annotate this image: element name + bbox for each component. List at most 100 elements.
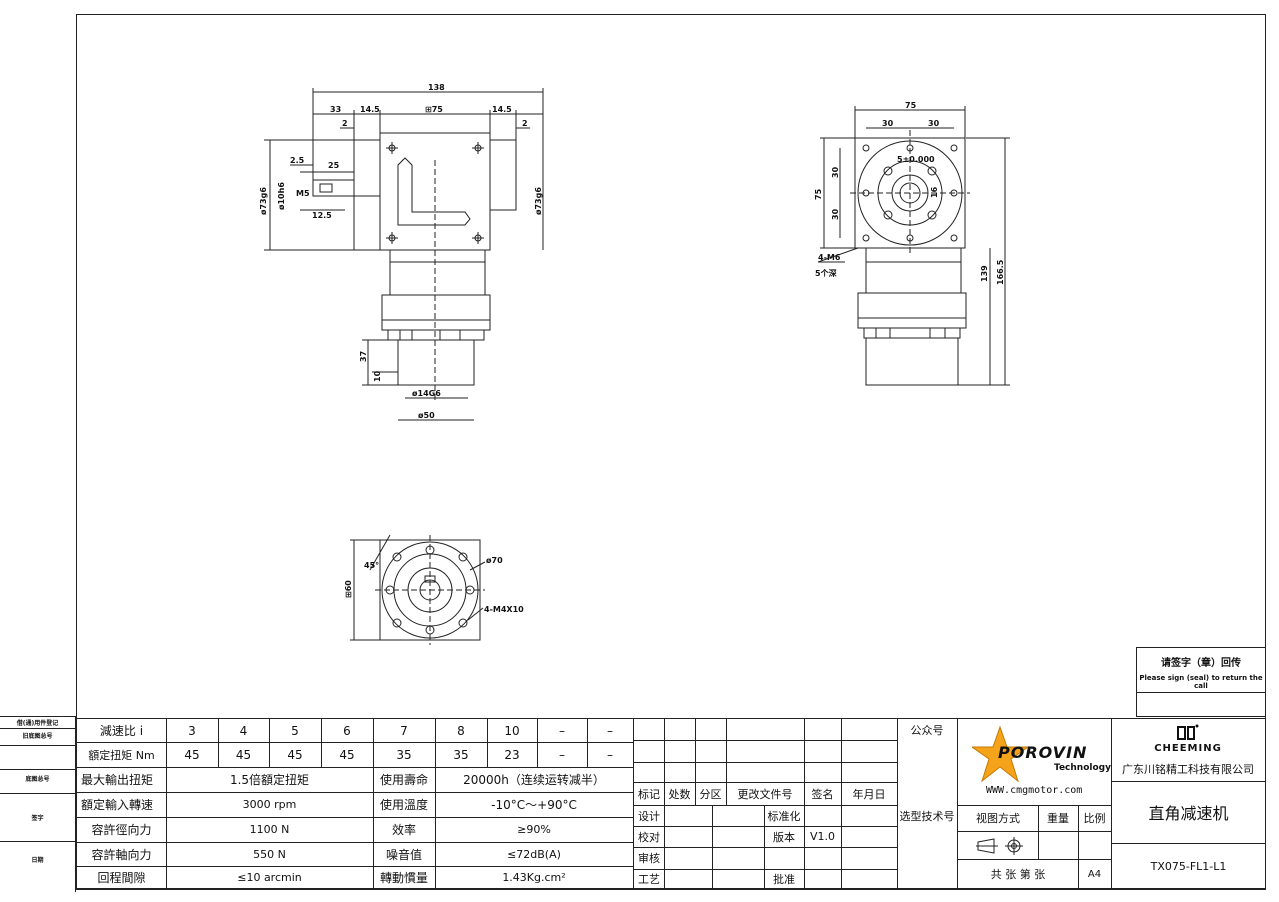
brand-name: POROVIN — [998, 743, 1088, 762]
rev-header-sign: 签名 — [811, 788, 834, 801]
spec-efficiency-value: ≥90% — [517, 823, 551, 836]
torque-4: 45 — [339, 747, 355, 762]
torque-2: 45 — [235, 747, 252, 762]
spec-input-speed-label: 額定輸入轉速 — [81, 798, 154, 812]
dim-4-m6: 4-M6 — [818, 253, 841, 262]
brand-sub: Technology — [1054, 763, 1111, 773]
technical-drawing: 138 33 14.5 ⊞75 14.5 2 2 2.5 25 M5 12.5 … — [259, 83, 1010, 645]
ratio-4: 4 — [239, 723, 248, 738]
ratio-label: 減速比 i — [99, 724, 144, 738]
dim-139: 139 — [980, 265, 989, 282]
spec-temp-value: -10°C～+90°C — [491, 798, 577, 812]
spec-efficiency-label: 效率 — [391, 823, 416, 837]
company-logo-text: CHEEMING — [1154, 743, 1222, 754]
left-label-date: 日期 — [31, 857, 44, 864]
info-weight-label: 重量 — [1047, 812, 1069, 825]
rev-review: 审核 — [638, 852, 660, 865]
info-scale-label: 比例 — [1083, 812, 1106, 825]
ratio-3: 3 — [188, 723, 196, 738]
left-label-drawing-number: 底图总号 — [25, 776, 50, 783]
rev-version-label: 版本 — [773, 830, 795, 844]
rev-approve: 批准 — [773, 873, 795, 886]
spec-input-speed-value: 3000 rpm — [242, 798, 297, 811]
side-view — [817, 106, 1010, 386]
spec-backlash-label: 回程間隙 — [97, 871, 146, 885]
dim-33: 33 — [330, 105, 341, 114]
torque-1: 45 — [184, 747, 200, 762]
drawing-frame — [76, 14, 1266, 889]
torque-5: 35 — [396, 747, 412, 762]
dim-m5: M5 — [296, 189, 310, 198]
spec-backlash-value: ≤10 arcmin — [237, 871, 302, 884]
spec-noise-value: ≤72dB(A) — [507, 847, 561, 861]
torque-label: 額定扭矩 Nm — [88, 748, 155, 762]
spec-inertia-value: 1.43Kg.cm² — [502, 871, 566, 884]
dim-2-right: 2 — [522, 119, 528, 128]
ratio-10: 10 — [504, 723, 520, 738]
spec-noise-label: 噪音值 — [385, 847, 422, 862]
dim-phi50: ø50 — [418, 411, 435, 420]
spec-axial-value: 550 N — [253, 847, 286, 861]
ratio-blank-2: – — [607, 723, 613, 738]
revision-block: 标记 处数 分区 更改文件号 签名 年月日 设计 校对 审核 工艺 标准化 版本… — [634, 718, 898, 890]
info-paper-size: A4 — [1087, 868, 1102, 880]
spec-life-value: 20000h（连续运转减半） — [463, 773, 605, 787]
rev-standard: 标准化 — [767, 809, 801, 823]
spec-inertia-label: 轉動慣量 — [379, 871, 428, 885]
dim-10: 10 — [373, 370, 382, 382]
public-account-label: 公众号 — [910, 724, 944, 737]
ratio-8: 8 — [457, 723, 465, 738]
spec-max-torque-label: 最大輸出扭矩 — [81, 773, 154, 787]
dim-phi73-left: ø73g6 — [259, 187, 268, 215]
spec-life-label: 使用壽命 — [379, 773, 428, 787]
dim-166-5: 166.5 — [996, 259, 1005, 285]
dim-side-16: 16 — [930, 186, 939, 198]
ratio-5: 5 — [291, 723, 299, 738]
dim-45-deg: 45° — [364, 561, 379, 570]
torque-9: – — [607, 747, 613, 762]
dim-25: 25 — [328, 161, 340, 170]
rev-header-zone: 分区 — [699, 788, 722, 801]
rev-craft: 工艺 — [638, 873, 660, 886]
spec-temp-label: 使用溫度 — [379, 798, 428, 812]
spec-radial-label: 容許徑向力 — [91, 823, 152, 837]
dim-side-30-bottom: 30 — [831, 208, 840, 220]
spec-table: 減速比 i 3 4 5 6 7 8 10 – – 額定扭矩 Nm 45 45 4… — [76, 718, 634, 890]
dim-depth: 5个深 — [815, 268, 837, 278]
return-seal-en: Please sign (seal) to return the call — [1139, 674, 1263, 690]
dim-37: 37 — [359, 351, 368, 362]
dim-2-left: 2 — [342, 119, 348, 128]
ratio-6: 6 — [343, 723, 351, 738]
product-name: 直角减速机 — [1148, 804, 1229, 823]
rev-header-change-doc: 更改文件号 — [737, 788, 793, 801]
rev-check: 校对 — [638, 830, 660, 844]
dim-phi14: ø14G6 — [412, 389, 441, 398]
cheeming-logo-icon — [1177, 724, 1199, 740]
public-account-box: 公众号 选型技术号 — [898, 718, 958, 890]
dim-phi73-right: ø73g6 — [534, 187, 543, 215]
dim-12-5: 12.5 — [312, 211, 332, 220]
torque-3: 45 — [287, 747, 303, 762]
front-view — [264, 88, 544, 421]
dim-side-30-right: 30 — [928, 119, 940, 128]
spec-axial-label: 容許軸向力 — [91, 847, 152, 862]
dim-phi70: ø70 — [486, 556, 503, 565]
dim-side-75v: 75 — [814, 188, 823, 200]
return-seal-box: 请签字（章）回传 Please sign (seal) to return th… — [1136, 647, 1266, 717]
dim-square-60: ⊞60 — [344, 580, 353, 598]
brand-url: WWW.cmgmotor.com — [986, 785, 1083, 796]
return-seal-cn: 请签字（章）回传 — [1161, 658, 1241, 669]
info-view-label: 视图方式 — [976, 812, 1020, 825]
company-block: CHEEMING 广东川铭精工科技有限公司 直角减速机 TX075-FL1-L1 — [1112, 718, 1266, 890]
company-name: 广东川铭精工科技有限公司 — [1122, 763, 1254, 776]
dim-key: 5±0.000 — [897, 155, 935, 164]
dim-side-30-top: 30 — [831, 166, 840, 178]
brand-block: POROVIN Technology WWW.cmgmotor.com 视图方式… — [958, 718, 1112, 890]
dim-14-5-right: 14.5 — [492, 105, 512, 114]
ratio-7: 7 — [400, 723, 408, 738]
dim-14-5-left: 14.5 — [360, 105, 380, 114]
rev-header-mark: 标记 — [638, 788, 660, 801]
torque-8: – — [559, 747, 565, 762]
bottom-view — [350, 534, 486, 645]
torque-6: 35 — [453, 747, 469, 762]
